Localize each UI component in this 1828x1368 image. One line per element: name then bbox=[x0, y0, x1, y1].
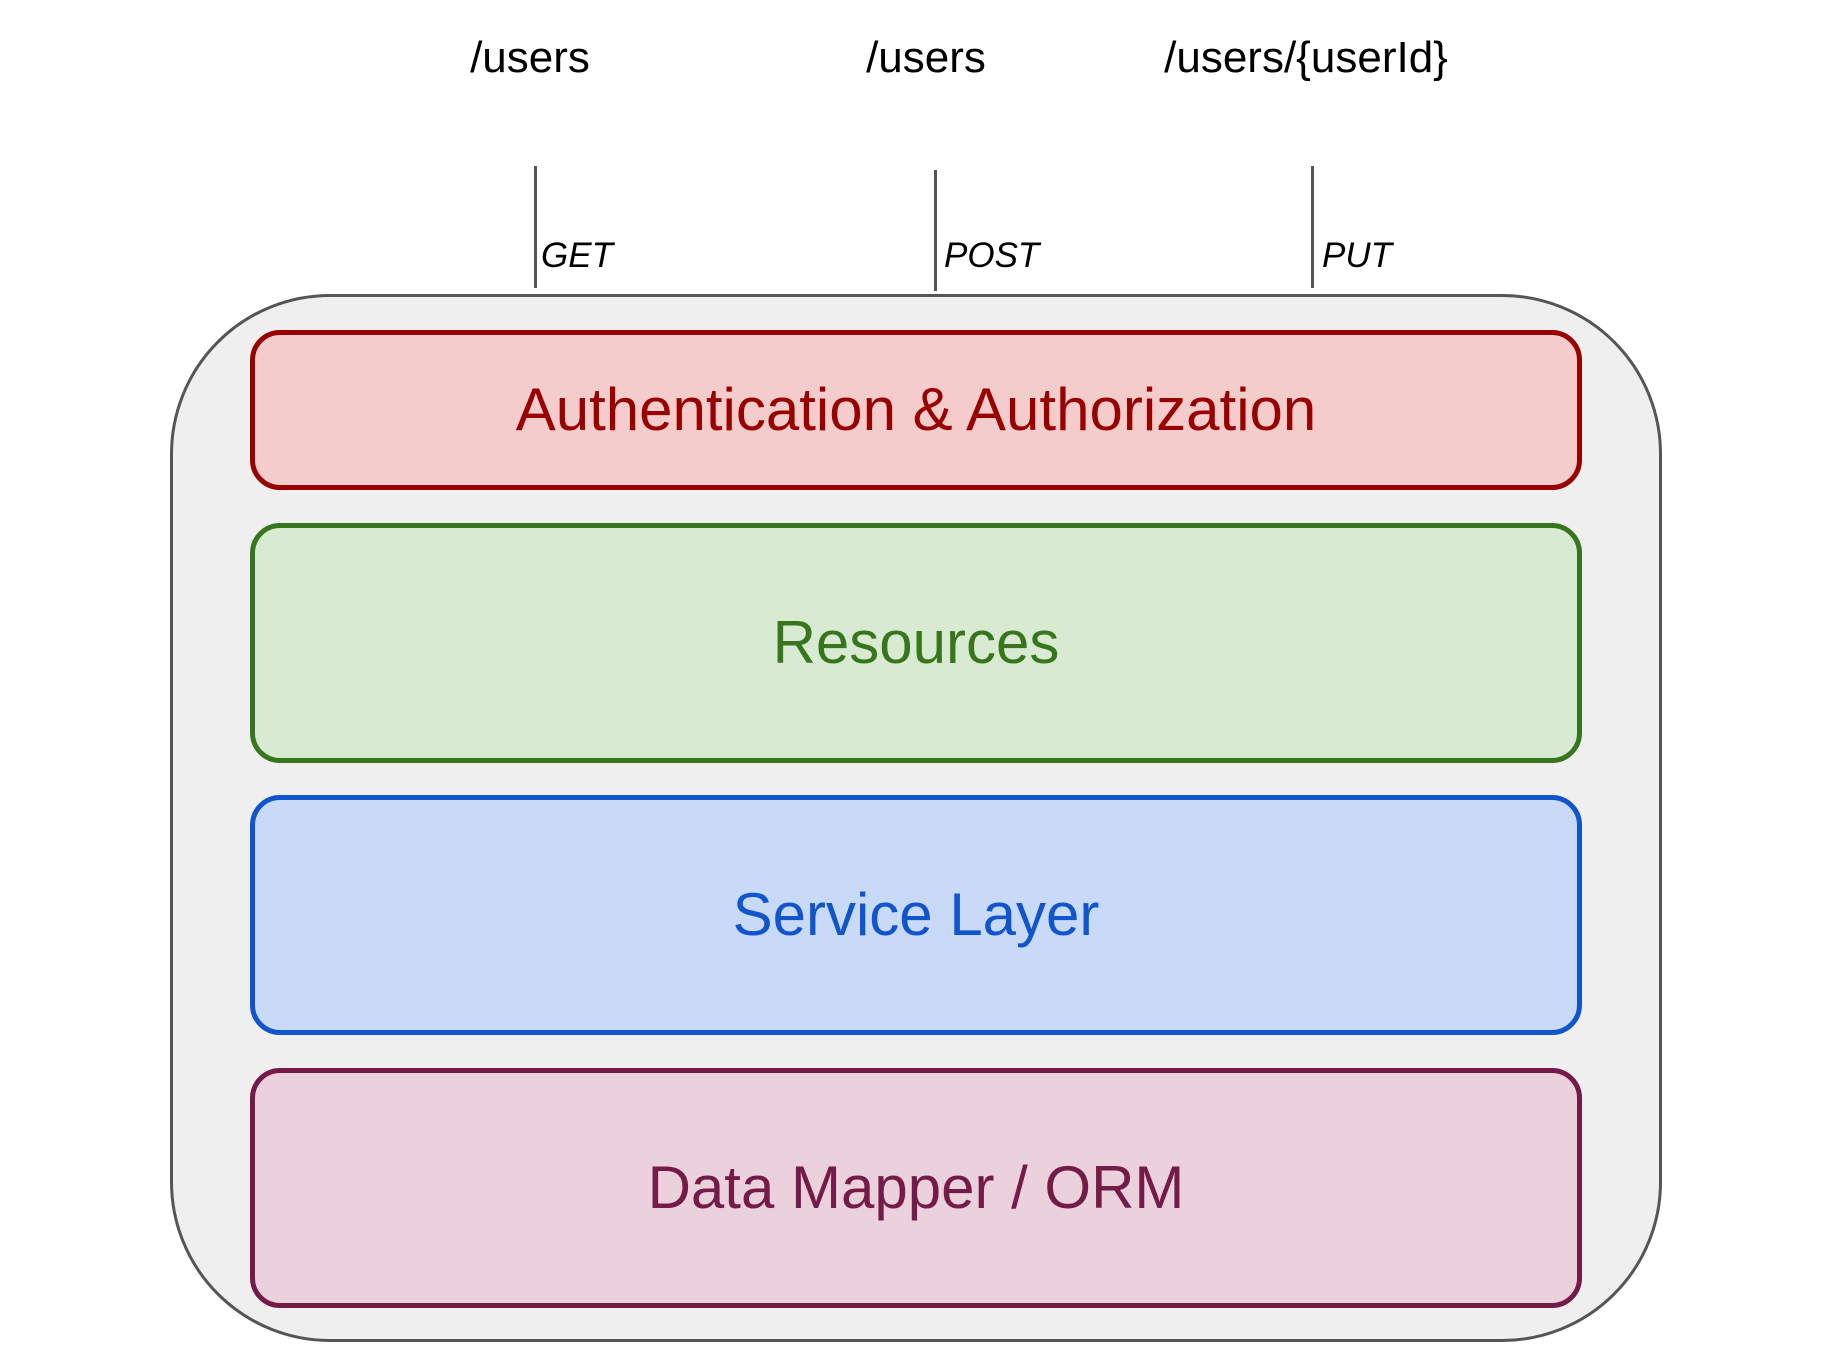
layer-resources-label: Resources bbox=[772, 609, 1060, 676]
endpoint-connector-post bbox=[934, 170, 937, 291]
layer-resources: Resources bbox=[250, 523, 1582, 763]
endpoint-method-post: POST bbox=[944, 236, 1040, 275]
layer-service-label: Service Layer bbox=[732, 881, 1100, 948]
layer-authentication-label: Authentication & Authorization bbox=[515, 376, 1317, 443]
layer-authentication: Authentication & Authorization bbox=[250, 330, 1582, 490]
endpoint-path-get-users: /users bbox=[470, 33, 590, 82]
endpoint-method-get: GET bbox=[541, 236, 613, 275]
endpoint-path-post-users: /users bbox=[866, 33, 986, 82]
layer-service: Service Layer bbox=[250, 795, 1582, 1035]
endpoint-path-put-user: /users/{userId} bbox=[1164, 33, 1448, 82]
layer-data-mapper: Data Mapper / ORM bbox=[250, 1068, 1582, 1308]
endpoint-connector-get bbox=[534, 166, 537, 288]
endpoint-method-put: PUT bbox=[1322, 236, 1392, 275]
endpoint-connector-put bbox=[1311, 166, 1314, 288]
layer-data-mapper-label: Data Mapper / ORM bbox=[647, 1154, 1185, 1221]
